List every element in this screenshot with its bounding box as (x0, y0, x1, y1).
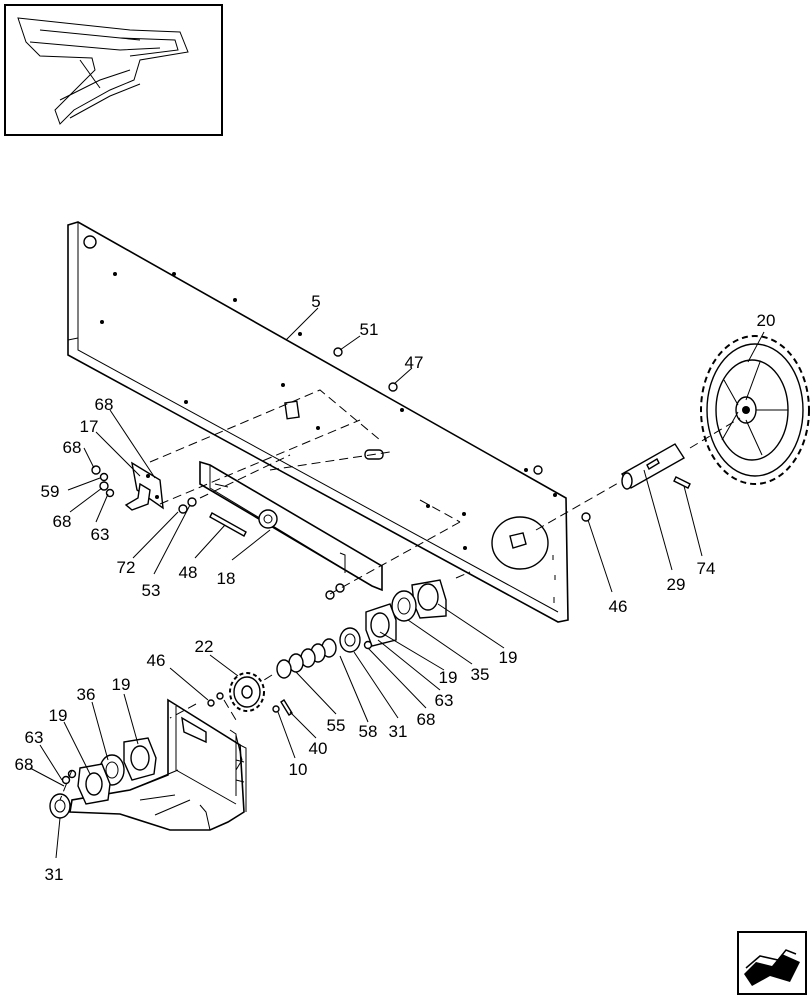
callout-63-a: 63 (91, 525, 110, 544)
callout-68-b: 68 (63, 438, 82, 457)
callout-68-e: 68 (15, 755, 34, 774)
callout-19-a: 19 (499, 648, 518, 667)
callout-68-d: 68 (417, 710, 436, 729)
callout-18: 18 (217, 569, 236, 588)
callout-63-c: 63 (25, 728, 44, 747)
callout-labels: 5 51 47 20 68 17 68 59 68 63 72 53 48 18… (15, 292, 776, 884)
callout-36: 36 (77, 685, 96, 704)
leader-lines (29, 307, 765, 859)
callout-40: 40 (309, 739, 328, 758)
callout-63-b: 63 (435, 691, 454, 710)
callout-29: 29 (667, 575, 686, 594)
callout-35: 35 (471, 665, 490, 684)
callout-48: 48 (179, 563, 198, 582)
callout-53: 53 (142, 581, 161, 600)
callout-59: 59 (41, 482, 60, 501)
callout-46-b: 46 (147, 651, 166, 670)
callout-72: 72 (117, 558, 136, 577)
callout-10: 10 (289, 760, 308, 779)
callout-68-c: 68 (53, 512, 72, 531)
callout-55: 55 (327, 716, 346, 735)
callout-68-a: 68 (95, 395, 114, 414)
cross-bar (199, 460, 383, 592)
callout-31-b: 31 (45, 865, 64, 884)
small-sprocket (229, 672, 265, 712)
callout-17: 17 (80, 417, 99, 436)
large-sprocket (700, 335, 810, 485)
callout-5: 5 (311, 292, 320, 311)
callout-20: 20 (757, 311, 776, 330)
callout-19-c: 19 (112, 675, 131, 694)
lower-housing (49, 698, 247, 831)
callout-58: 58 (359, 722, 378, 741)
callout-19-d: 19 (49, 706, 68, 725)
shaft (621, 443, 691, 490)
bracket-17 (124, 461, 164, 511)
callout-46-a: 46 (609, 597, 628, 616)
callout-22: 22 (195, 637, 214, 656)
callout-74: 74 (697, 559, 716, 578)
side-panel (67, 221, 569, 623)
callout-51: 51 (360, 320, 379, 339)
center-lines (59, 389, 741, 801)
callout-19-b: 19 (439, 668, 458, 687)
callout-31-a: 31 (389, 722, 408, 741)
callout-47: 47 (405, 353, 424, 372)
next-page-arrow-icon[interactable] (737, 931, 807, 995)
locator-thumbnail (4, 4, 223, 136)
